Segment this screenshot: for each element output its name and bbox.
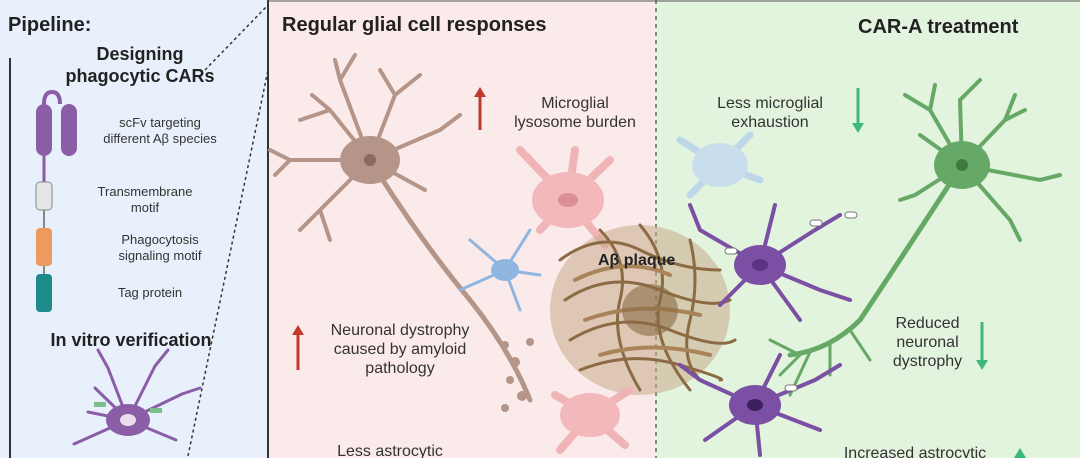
car-label-tm-2: motif — [130, 200, 160, 215]
car-label-scfv-2: different Aβ species — [103, 131, 217, 146]
neuronal-label-line1: Neuronal dystrophy — [330, 322, 470, 339]
exhaustion-label-line2: exhaustion — [731, 114, 809, 131]
up-arrow-neuronal — [292, 325, 304, 370]
design-title-line1: Designing — [96, 44, 184, 64]
down-arrow-exhaustion — [852, 88, 864, 133]
up-arrow-microglial — [474, 87, 486, 130]
car-construct-icon — [35, 89, 77, 312]
neuron-green-nucleus — [956, 159, 968, 171]
astro-regular-partial: Less astrocytic — [337, 443, 443, 458]
pipeline-title: Pipeline: — [8, 14, 92, 36]
design-title-line2: phagocytic CARs — [65, 66, 215, 86]
astrocyte-pink-top — [516, 146, 614, 249]
car-label-signal-1: Phagocytosis — [121, 232, 199, 247]
exhaustion-label-line1: Less microglial — [717, 95, 823, 112]
verification-title: In vitro verification — [50, 330, 212, 350]
car-microglia-top — [688, 203, 852, 322]
astrocyte-blue-right — [676, 131, 764, 199]
car-label-tm-1: Transmembrane — [97, 184, 193, 199]
plaque-label: Aβ plaque — [598, 252, 676, 269]
up-arrow-astro-right — [1014, 448, 1026, 458]
car-label-tag: Tag protein — [117, 285, 183, 300]
in-vitro-microglia-icon — [72, 348, 202, 446]
regular-panel-title: Regular glial cell responses — [282, 14, 547, 36]
car-panel-title: CAR-A treatment — [858, 16, 1019, 38]
astrocyte-pink-bottom — [551, 386, 634, 454]
car-microglia-bottom — [678, 353, 842, 457]
reduced-label-line1: Reduced — [895, 315, 960, 332]
neuronal-label-line2: caused by amyloid — [333, 341, 467, 358]
car-label-signal-2: signaling motif — [118, 248, 202, 263]
neuron-brown-nucleus — [364, 154, 376, 166]
neuronal-label-line3: pathology — [365, 360, 435, 377]
neuron-green — [768, 78, 1062, 397]
reduced-label-line2: neuronal — [896, 334, 959, 351]
car-treatment-panel — [656, 0, 1080, 458]
reduced-label-line3: dystrophy — [892, 353, 963, 370]
astrocyte-blue-left — [458, 228, 542, 312]
car-label-scfv-1: scFv targeting — [119, 115, 201, 130]
car-receptors — [724, 211, 858, 392]
microglial-label-line2: lysosome burden — [514, 114, 636, 131]
abeta-plaque — [550, 223, 737, 395]
dystrophic-beads — [501, 338, 534, 412]
microglial-label-line1: Microglial — [541, 95, 609, 112]
down-arrow-reduced — [976, 322, 988, 370]
astro-car-partial: Increased astrocytic — [843, 445, 987, 458]
